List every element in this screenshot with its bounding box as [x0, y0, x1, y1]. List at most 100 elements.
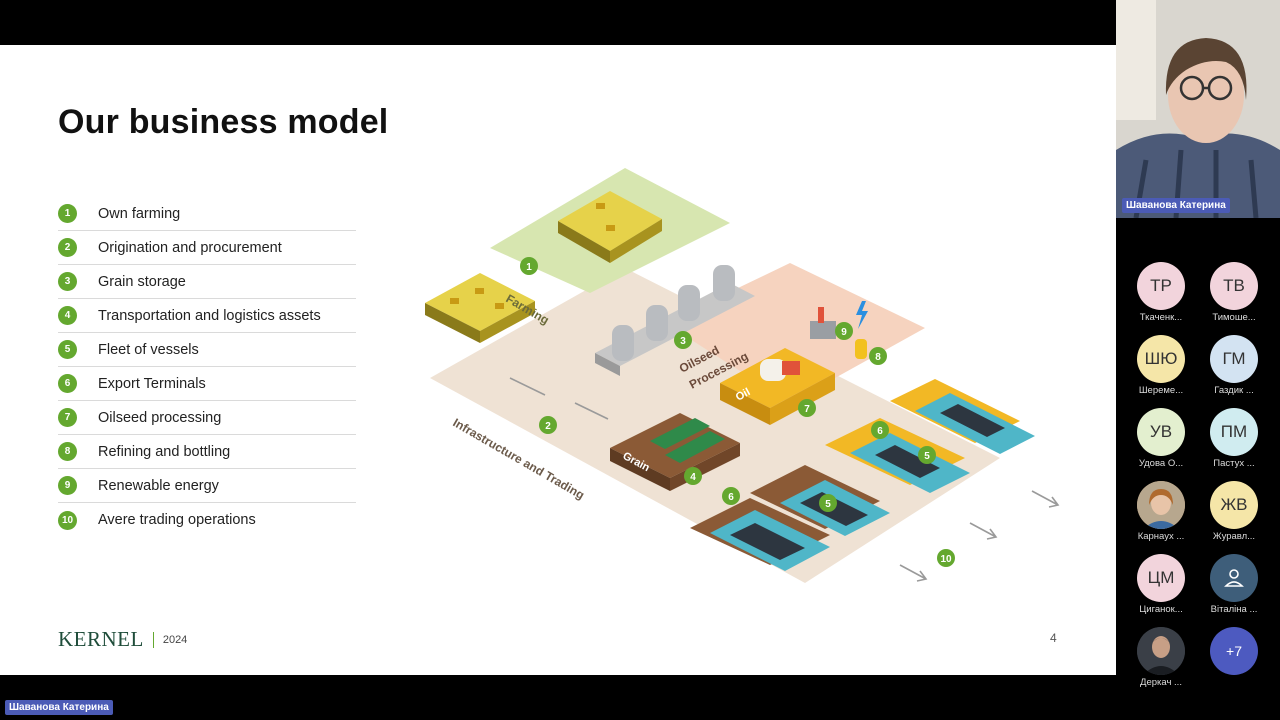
number-badge: 2: [58, 238, 77, 257]
avatar: ПМ: [1210, 408, 1258, 456]
speaker-video[interactable]: [1116, 0, 1280, 218]
port-3: [825, 418, 970, 493]
list-item-refining: 8 Refining and bottling: [58, 435, 356, 469]
port-1: [690, 498, 830, 571]
participant-name: Журавл...: [1212, 531, 1256, 542]
number-badge: 3: [58, 272, 77, 291]
svg-text:4: 4: [690, 472, 696, 483]
list-item-label: Own farming: [98, 205, 181, 222]
avatar-photo: [1137, 481, 1185, 529]
slide-title: Our business model: [58, 103, 389, 141]
page-number: 4: [1050, 631, 1057, 645]
list-item-label: Refining and bottling: [98, 443, 231, 460]
speaker-name-tag: Шаванова Катерина: [1122, 198, 1230, 213]
business-model-diagram: 1 2 3 4 5 5 6 6 7 8 9 10 Farming Oilseed…: [425, 168, 1060, 583]
participant-name: Ткаченк...: [1139, 312, 1183, 323]
grain-silos: [595, 265, 755, 376]
more-count: +7: [1210, 627, 1258, 675]
number-badge: 7: [58, 408, 77, 427]
active-speaker-tag: Шаванова Катерина: [5, 700, 113, 715]
avatar: ТР: [1137, 262, 1185, 310]
list-item-own-farming: 1 Own farming: [58, 197, 356, 231]
svg-text:6: 6: [728, 492, 734, 503]
user-icon: [1224, 569, 1244, 587]
port-4: [890, 379, 1035, 454]
participant-name: Деркач ...: [1140, 677, 1182, 688]
farm-plot-left: [425, 273, 535, 343]
list-item-fleet: 5 Fleet of vessels: [58, 333, 356, 367]
number-badge: 10: [58, 510, 77, 530]
list-item-label: Avere trading operations: [98, 512, 256, 528]
farm-plot-main: [558, 191, 662, 263]
participant-tile[interactable]: ЦМ Циганок...: [1124, 554, 1198, 620]
business-model-list: 1 Own farming 2 Origination and procuremen…: [58, 197, 356, 537]
list-item-origination: 2 Origination and procurement: [58, 231, 356, 265]
participant-tile[interactable]: ТР Ткаченк...: [1124, 262, 1198, 328]
participant-tile[interactable]: Деркач ...: [1124, 627, 1198, 693]
participant-name: Карнаух ...: [1137, 531, 1185, 542]
avatar: [1210, 554, 1258, 602]
participant-tile[interactable]: ГМ Газдик ...: [1197, 335, 1271, 401]
list-item-export-terminals: 6 Export Terminals: [58, 367, 356, 401]
svg-text:5: 5: [825, 499, 831, 510]
svg-text:2: 2: [545, 421, 551, 432]
number-badge: 6: [58, 374, 77, 393]
flow-arrows: [509, 377, 1060, 582]
svg-text:3: 3: [680, 336, 686, 347]
list-item-label: Renewable energy: [98, 477, 219, 494]
participant-tile[interactable]: Карнаух ...: [1124, 481, 1198, 547]
participant-tile[interactable]: ЖВ Журавл...: [1197, 481, 1271, 547]
list-item-label: Transportation and logistics assets: [98, 307, 321, 324]
participant-tile[interactable]: Віталіна ...: [1197, 554, 1271, 620]
slide-footer: KERNEL 2024: [58, 627, 187, 652]
number-badge: 9: [58, 476, 77, 495]
more-participants-button[interactable]: +7: [1197, 627, 1271, 693]
avatar: УВ: [1137, 408, 1185, 456]
number-badge: 1: [58, 204, 77, 223]
person-photo-icon: [1137, 627, 1185, 675]
presentation-slide: Our business model 1 Own farming 2 Origina…: [0, 45, 1116, 675]
svg-text:8: 8: [875, 352, 881, 363]
participant-name: Газдик ...: [1214, 385, 1254, 396]
avatar: ГМ: [1210, 335, 1258, 383]
avatar: ЦМ: [1137, 554, 1185, 602]
participant-tile[interactable]: ШЮ Шереме...: [1124, 335, 1198, 401]
svg-text:9: 9: [841, 327, 847, 338]
footer-divider: [152, 631, 154, 648]
participant-name: Шереме...: [1138, 385, 1184, 396]
participant-name: Віталіна ...: [1210, 604, 1258, 615]
oil-plant: [720, 348, 835, 425]
avatar: ШЮ: [1137, 335, 1185, 383]
list-item-label: Origination and procurement: [98, 239, 282, 256]
renewable-energy-plant: [810, 301, 868, 359]
participant-tile[interactable]: ПМ Пастух ...: [1197, 408, 1271, 474]
list-item-oilseed: 7 Oilseed processing: [58, 401, 356, 435]
list-item-label: Export Terminals: [98, 375, 206, 392]
list-item-label: Fleet of vessels: [98, 341, 199, 358]
svg-text:6: 6: [877, 426, 883, 437]
person-photo-icon: [1137, 481, 1185, 529]
participant-name: Тимоше...: [1212, 312, 1256, 323]
participant-name: Пастух ...: [1213, 458, 1255, 469]
svg-text:1: 1: [526, 262, 532, 273]
list-item-label: Oilseed processing: [98, 409, 222, 426]
number-badge: 5: [58, 340, 77, 359]
avatar: ЖВ: [1210, 481, 1258, 529]
svg-text:10: 10: [940, 554, 952, 565]
kernel-logo: KERNEL: [58, 627, 144, 651]
list-item-avere: 10 Avere trading operations: [58, 503, 356, 537]
participant-name: Циганок...: [1139, 604, 1183, 615]
svg-text:7: 7: [804, 404, 810, 415]
footer-year: 2024: [162, 633, 188, 646]
avatar-photo: [1137, 627, 1185, 675]
participant-tile[interactable]: ТВ Тимоше...: [1197, 262, 1271, 328]
participant-tile[interactable]: УВ Удова О...: [1124, 408, 1198, 474]
number-badge: 8: [58, 442, 77, 461]
speaker-image: [1116, 0, 1280, 218]
list-item-renewable: 9 Renewable energy: [58, 469, 356, 503]
diagram-badges: 1 2 3 4 5 5 6 6 7 8 9 10: [520, 257, 955, 567]
avatar: ТВ: [1210, 262, 1258, 310]
participant-name: Удова О...: [1138, 458, 1184, 469]
